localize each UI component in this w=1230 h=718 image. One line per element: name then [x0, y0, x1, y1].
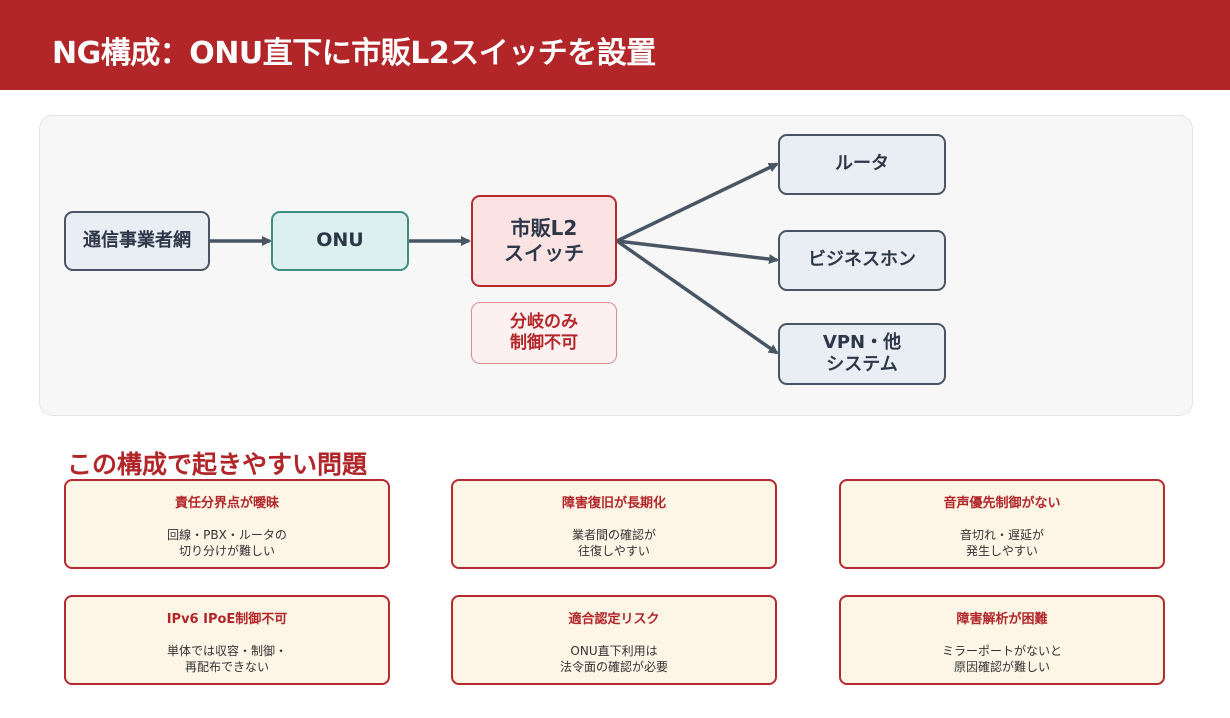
issue-card-title: 適合認定リスク	[568, 612, 660, 627]
issue-card: 障害復旧が長期化 業者間の確認が 往復しやすい	[451, 479, 777, 569]
node-l2-note: 分岐のみ 制御不可	[471, 302, 617, 364]
issue-card: 音声優先制御がない 音切れ・遅延が 発生しやすい	[839, 479, 1165, 569]
edge-l2-bizphone	[616, 239, 779, 265]
issue-card-title: 障害復旧が長期化	[561, 496, 666, 511]
issue-card-title: 障害解析が困難	[956, 612, 1048, 627]
issue-card-title: 音声優先制御がない	[943, 496, 1061, 511]
issue-card-title: IPv6 IPoE制御不可	[166, 612, 288, 627]
node-router: ルータ	[778, 134, 946, 195]
issue-card: IPv6 IPoE制御不可 単体では収容・制御・ 再配布できない	[64, 595, 390, 685]
edge-l2-router	[616, 162, 779, 243]
issue-card-title: 責任分界点が曖昧	[174, 496, 279, 511]
issue-card-body: 音切れ・遅延が 発生しやすい	[959, 528, 1044, 558]
edge-l2-vpn	[615, 239, 779, 355]
node-l2-switch: 市販L2 スイッチ	[471, 195, 617, 287]
node-vpn-other-system: VPN・他 システム	[778, 323, 946, 385]
issue-card-body: 単体では収容・制御・ 再配布できない	[166, 644, 287, 674]
issue-card-body: 業者間の確認が 往復しやすい	[571, 528, 656, 558]
issue-card-body: ONU直下利用は 法令面の確認が必要	[559, 644, 668, 674]
node-business-phone: ビジネスホン	[778, 230, 946, 291]
issue-card-body: 回線・PBX・ルータの 切り分けが難しい	[167, 528, 287, 558]
header-banner: NG構成：ONU直下に市販L2スイッチを設置	[0, 0, 1230, 90]
issue-card: 障害解析が困難 ミラーポートがないと 原因確認が難しい	[839, 595, 1165, 685]
issues-section-title: この構成で起きやすい問題	[67, 450, 368, 479]
issue-card: 責任分界点が曖昧 回線・PBX・ルータの 切り分けが難しい	[64, 479, 390, 569]
issue-card-body: ミラーポートがないと 原因確認が難しい	[941, 644, 1062, 674]
issue-card: 適合認定リスク ONU直下利用は 法令面の確認が必要	[451, 595, 777, 685]
node-onu: ONU	[271, 211, 409, 271]
node-carrier-network: 通信事業者網	[64, 211, 210, 271]
page-title: NG構成：ONU直下に市販L2スイッチを設置	[52, 36, 656, 71]
